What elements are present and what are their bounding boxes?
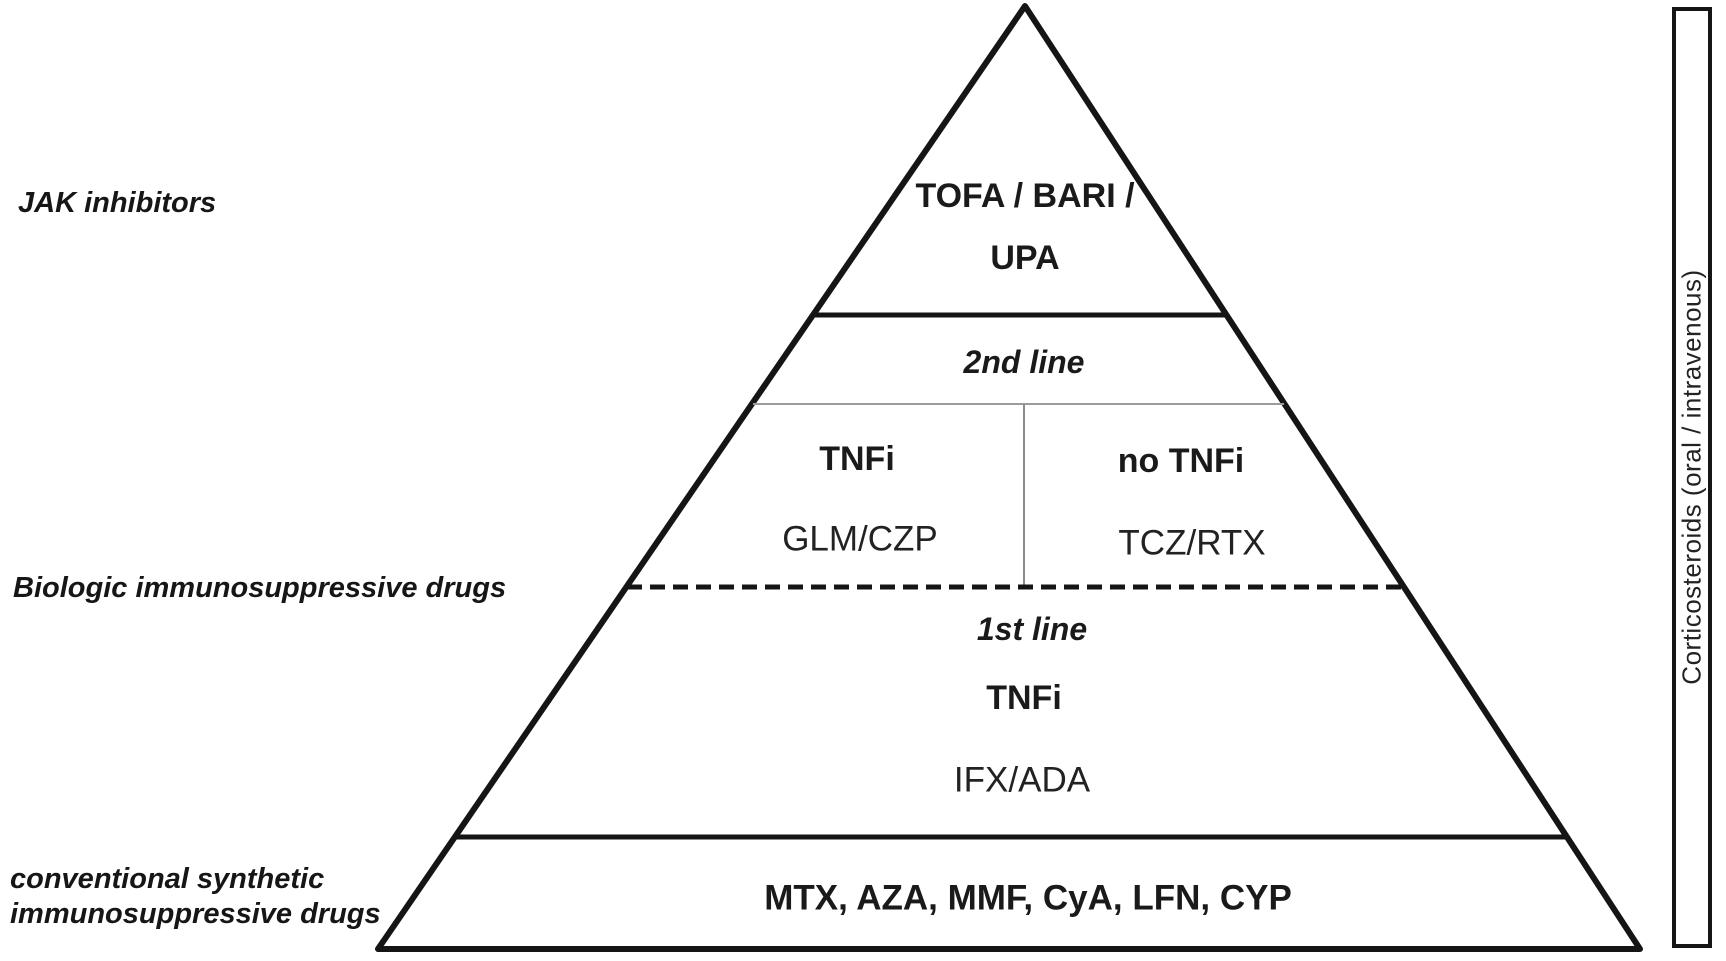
side-label-conventional-line2: immunosuppressive drugs [10,898,381,930]
second-line-tnfi-drugs: GLM/CZP [782,519,938,559]
second-line-tnfi-title: TNFi [819,440,895,478]
second-line-label: 2nd line [963,344,1085,380]
first-line-drugs: IFX/ADA [953,760,1091,800]
side-label-conventional: conventional synthetic immunosuppressive… [10,862,381,932]
second-line-no-tnfi-drugs: TCZ/RTX [1118,523,1266,563]
conventional-tier-drugs: MTX, AZA, MMF, CyA, LFN, CYP [764,878,1292,918]
first-line-tnfi-title: TNFi [986,679,1062,717]
first-line-label: 1st line [976,611,1088,647]
jak-tier-drugs-line1: TOFA / BARI / [915,177,1135,215]
side-label-jak-inhibitors: JAK inhibitors [18,187,217,219]
side-label-conventional-line1: conventional synthetic [10,863,325,895]
second-line-no-tnfi-title: no TNFi [1117,442,1245,480]
pyramid-outline [375,3,1643,952]
corticosteroids-bar [1672,7,1712,948]
jak-tier-drugs-line2: UPA [990,239,1060,277]
corticosteroids-label: Corticosteroids (oral / intravenous) [1676,269,1707,685]
side-label-biologic: Biologic immunosuppressive drugs [13,572,507,604]
